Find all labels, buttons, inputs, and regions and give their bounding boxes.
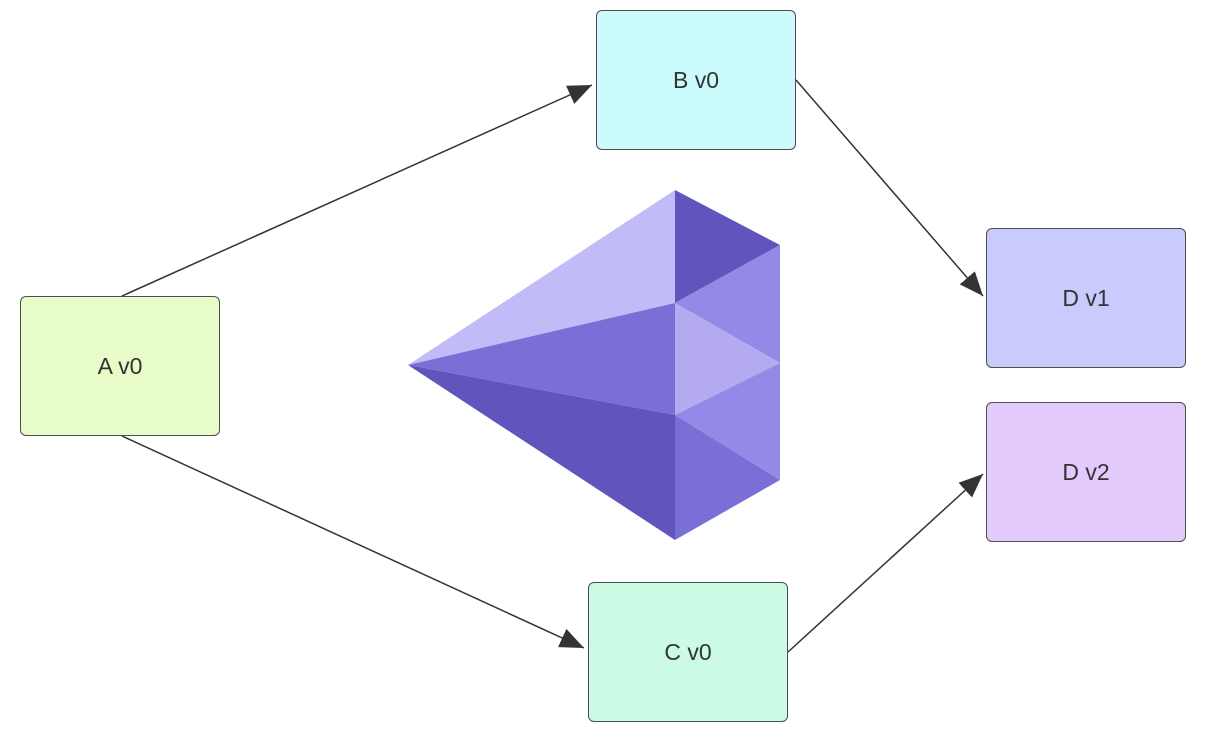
node-a-v0: A v0 [20,296,220,436]
gem-facet-top-left [408,190,675,365]
edge-a-to-c [121,435,585,649]
node-c-label: C v0 [664,638,712,665]
edge-b-to-d1 [795,79,984,297]
edge-a-to-b [121,84,593,297]
gem-facet-center-right [675,303,780,415]
node-b-label: B v0 [672,66,720,93]
node-d-v2: D v2 [986,402,1186,542]
node-c-v0: C v0 [588,582,788,722]
gem-facet-bottom-right [675,415,780,540]
gem-facet-center [408,303,675,415]
gem-logo-icon [408,190,780,540]
edge-c-to-d2 [787,473,984,653]
gem-facet-bottom-left [408,365,675,540]
node-a-label: A v0 [97,352,143,379]
gem-facet-lower-edge [675,363,780,480]
edges [121,79,984,653]
node-d-v1: D v1 [986,228,1186,368]
gem-facet-top-right [675,190,780,303]
node-d1-label: D v1 [1062,284,1110,311]
node-d2-label: D v2 [1062,458,1110,485]
gem-facet-upper-edge [675,245,780,363]
node-b-v0: B v0 [596,10,796,150]
